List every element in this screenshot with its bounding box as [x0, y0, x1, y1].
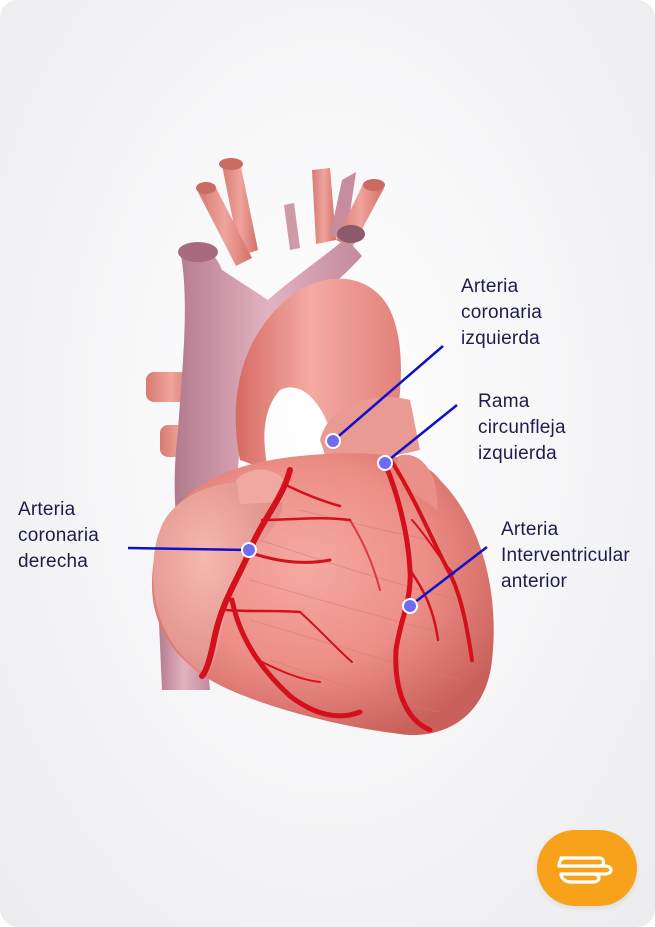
pointer-lines: [127, 345, 488, 607]
pulmonary-trunk: [320, 397, 420, 470]
pointer-dots: [241, 433, 418, 614]
pointer-dot-anterior[interactable]: [402, 598, 418, 614]
label-right-coronary-artery: Arteria coronaria derecha: [18, 499, 100, 572]
hand-pointer-icon: [557, 856, 613, 884]
pointer-dot-circumflex[interactable]: [377, 455, 393, 471]
pointer-dot-left-coronary[interactable]: [325, 433, 341, 449]
pointer-line-left-coronary: [332, 345, 444, 442]
left-atrium: [396, 454, 438, 510]
pointer-line-right-coronary: [127, 546, 250, 552]
pointer-line-anterior: [409, 546, 488, 607]
label-left-circumflex-branch: Rama circunfleja izquierda: [478, 391, 566, 464]
right-atrium: [153, 481, 283, 676]
aorta: [235, 278, 401, 470]
label-anterior-interventricular-artery: Arteria Interventricular anterior: [501, 519, 630, 592]
hand-pointer-button[interactable]: [537, 830, 637, 906]
pointer-line-circumflex: [384, 404, 458, 464]
pointer-dot-right-coronary[interactable]: [241, 542, 257, 558]
label-left-coronary-artery: Arteria coronaria izquierda: [461, 276, 543, 349]
muscle-texture: [249, 509, 471, 713]
